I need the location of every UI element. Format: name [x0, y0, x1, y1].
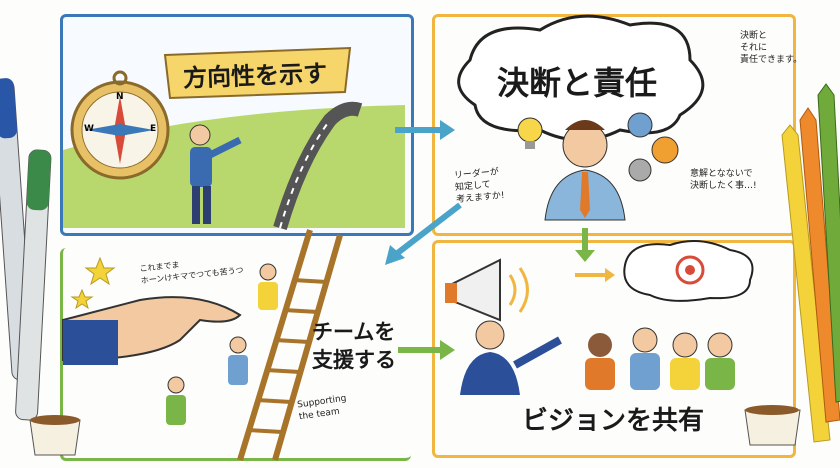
note-line: それに — [740, 43, 768, 53]
banner-ribbon-icon — [163, 46, 352, 100]
megaphone-icon — [445, 258, 529, 322]
title-support-line: チームを — [312, 320, 396, 344]
thought-cloud-icon — [457, 14, 705, 142]
title-vision: ビジョンを共有 — [522, 406, 705, 436]
compass-e: E — [150, 124, 157, 134]
arrow-right-green-icon — [398, 340, 455, 360]
title-support-line: 支援する — [312, 348, 396, 372]
target-icon — [675, 255, 705, 285]
gears-icon — [627, 112, 679, 182]
arrow-down-left-icon — [385, 202, 462, 265]
panel-support — [60, 248, 411, 461]
arrow-right-icon — [395, 120, 455, 140]
note-line: 意解となないで — [690, 169, 753, 179]
note-decision-bottom: 意解となないで 決断したく事…! — [690, 168, 757, 192]
note-decision-left: リーダーが 知定して 考えますか! — [454, 166, 506, 206]
coffee-cup-right-icon — [744, 405, 801, 446]
coffee-cup-icon — [29, 415, 81, 456]
pencil-green-icon — [817, 83, 840, 403]
lightbulb-icon — [517, 117, 543, 149]
businessman-icon — [544, 120, 626, 221]
presenter-icon — [460, 320, 562, 395]
compass-n: N — [116, 92, 124, 102]
audience-icon — [585, 327, 735, 390]
arrow-right-orange-icon — [575, 268, 615, 282]
arrow-down-green-icon — [575, 228, 595, 262]
road-icon — [273, 101, 363, 230]
note-line: 責任できます。 — [740, 55, 803, 65]
marker-pen-green-icon — [15, 149, 52, 421]
compass-w: W — [84, 124, 94, 134]
note-decision-top: 決断と それに 責任できます。 — [740, 30, 802, 66]
team-member-blue-icon — [228, 336, 248, 385]
helping-hand-icon — [62, 296, 242, 365]
title-direction: 方向性を示す — [182, 59, 328, 93]
note-line: 決断と — [740, 31, 768, 41]
stars-icon — [70, 256, 116, 310]
compass-icon — [70, 70, 170, 180]
panel-decision — [432, 14, 796, 236]
note-line: 決断したく事…! — [690, 181, 757, 191]
title-support: チームを 支援する — [312, 318, 396, 374]
title-decision: 決断と責任 — [497, 64, 658, 102]
leader-pointing-icon — [189, 124, 242, 224]
team-member-green-icon — [166, 376, 186, 425]
team-member-yellow-icon — [258, 263, 278, 310]
ladder-icon — [237, 229, 343, 461]
